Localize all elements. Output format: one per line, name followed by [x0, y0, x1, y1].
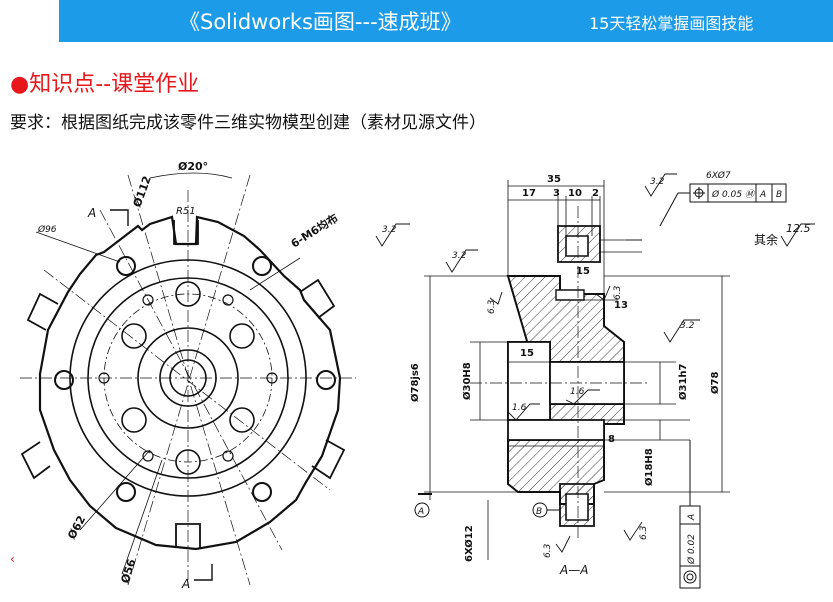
section-label: A—A — [559, 563, 588, 577]
tol-position-value: Ø 0.05 Ⓜ — [711, 189, 756, 200]
dim-d30h8: Ø30H8 — [461, 362, 473, 400]
dim-2: 2 — [592, 188, 599, 199]
section-line — [110, 209, 213, 581]
hole-large — [121, 407, 147, 433]
section-a-bottom: A — [181, 577, 190, 591]
bullet-icon: ● — [10, 72, 30, 97]
dim-15b: 15 — [520, 348, 534, 359]
roughness-63b: 6.3 — [487, 299, 497, 314]
roughness-rest-value: 12.5 — [786, 222, 811, 235]
roughness-32d: 3.2 — [680, 321, 695, 331]
dim-d62: Ø62 — [65, 514, 88, 542]
dim-holes6: 6XØ12 — [463, 525, 475, 562]
hole-large — [229, 323, 255, 349]
tol-coax-value: Ø 0.02 — [686, 534, 697, 565]
dim-8: 8 — [608, 434, 615, 445]
dim-13: 13 — [614, 300, 628, 311]
engineering-drawing: Ø20° Ø112 Ø96 R51 6-M6均布 Ø62 Ø56 A A — [20, 160, 815, 591]
notch-cut-bottom — [175, 523, 201, 548]
position-tolerance-frame — [659, 183, 787, 227]
section-heading: ●知识点--课堂作业 — [10, 66, 199, 98]
threaded-hole — [142, 450, 154, 462]
roughness-16a: 1.6 — [512, 403, 527, 413]
dim-35: 35 — [547, 174, 561, 185]
angle-dim-arc — [149, 172, 233, 179]
dim-d31h7: Ø31h7 — [677, 363, 689, 400]
coaxiality-frame — [679, 440, 701, 589]
hole-large — [229, 407, 255, 433]
tol-datum-b: B — [776, 190, 782, 200]
notch-cut-right-low — [311, 439, 346, 480]
section-view-labels: 35 17 3 10 2 15 13 15 8 Ø78js6 Ø30H8 Ø31… — [409, 174, 721, 577]
banner-title: 《Solidworks画图---速成班》 — [179, 10, 462, 34]
notch-cut-left — [26, 292, 59, 331]
bottom-boss-hole — [565, 493, 589, 521]
bolt-hole — [116, 482, 136, 502]
roughness-63a: 6.3 — [613, 285, 623, 300]
roughness-labels: 3.2 3.2 3.2 3.2 6.3 6.3 6.3 6.3 1.6 1.6 … — [382, 177, 811, 558]
heading-text: 知识点--课堂作业 — [29, 72, 200, 97]
banner-subtitle: 15天轻松掌握画图技能 — [589, 14, 754, 33]
roughness-marks — [375, 173, 815, 553]
tol-datum-a: A — [759, 190, 766, 200]
tol-coax-datum: A — [687, 514, 697, 521]
roughness-rest-label: 其余 — [754, 232, 778, 247]
front-view — [20, 172, 356, 586]
bolt-hole — [116, 256, 136, 276]
dim-d56: Ø56 — [118, 557, 138, 585]
bolt-hole — [252, 256, 272, 276]
d62-leader — [79, 449, 151, 531]
bolt-hole — [316, 370, 336, 390]
dim-10: 10 — [568, 188, 582, 199]
datum-a-label: A — [417, 507, 424, 517]
slide-edge-mark: ‹ — [10, 552, 15, 566]
d96-leader — [35, 231, 121, 263]
section-view — [375, 173, 815, 589]
dim-r51: R51 — [176, 206, 196, 217]
roughness-63d: 6.3 — [543, 543, 553, 558]
dim-d96: Ø96 — [37, 224, 57, 235]
datum-a-circle — [414, 502, 430, 518]
dim-d18h8: Ø18H8 — [643, 448, 655, 486]
bolt-hole — [252, 482, 272, 502]
dim-17: 17 — [522, 188, 536, 199]
d56-leader — [121, 459, 163, 575]
notch-cut-left-low — [20, 441, 51, 480]
roughness-16b: 1.6 — [570, 387, 585, 397]
roughness-32a: 3.2 — [382, 225, 397, 235]
bore-lower — [507, 419, 605, 441]
dim-d78: Ø78 — [709, 372, 721, 394]
inner-circle — [137, 327, 239, 429]
bolt-hole — [54, 370, 74, 390]
dimension-lines — [424, 180, 730, 560]
threaded-hole — [142, 294, 154, 306]
datum-b-label: B — [536, 507, 542, 517]
dim-15a: 15 — [576, 266, 590, 277]
roughness-32b: 3.2 — [452, 251, 467, 261]
tolerance-labels: 6XØ7 Ø 0.05 Ⓜ A B Ø 0.02 A — [686, 170, 782, 565]
roughness-63c: 6.3 — [639, 525, 649, 540]
dim-holes: 6-M6均布 — [288, 211, 340, 251]
threaded-hole — [222, 294, 234, 306]
holes-leader — [249, 257, 301, 291]
dim-d78js6: Ø78js6 — [409, 363, 421, 402]
dim-angle: Ø20° — [178, 160, 208, 173]
outer-flange-outline — [38, 215, 342, 551]
roughness-32c: 3.2 — [650, 177, 665, 187]
tol-pattern: 6XØ7 — [706, 170, 731, 181]
centerlines — [20, 174, 356, 586]
notch-cut-top — [173, 220, 199, 245]
hole-large — [121, 323, 147, 349]
top-boss-hole — [565, 235, 589, 257]
threaded-hole-section — [555, 289, 585, 301]
requirement-text: 要求：根据图纸完成该零件三维实物模型创建（素材见源文件） — [10, 113, 486, 133]
notch-cut-right — [299, 278, 336, 319]
dim-d112: Ø112 — [131, 174, 154, 209]
dim-3: 3 — [553, 188, 560, 199]
title-banner: 《Solidworks画图---速成班》 15天轻松掌握画图技能 — [59, 0, 833, 42]
section-a-top: A — [87, 206, 96, 220]
threaded-hole — [222, 450, 234, 462]
